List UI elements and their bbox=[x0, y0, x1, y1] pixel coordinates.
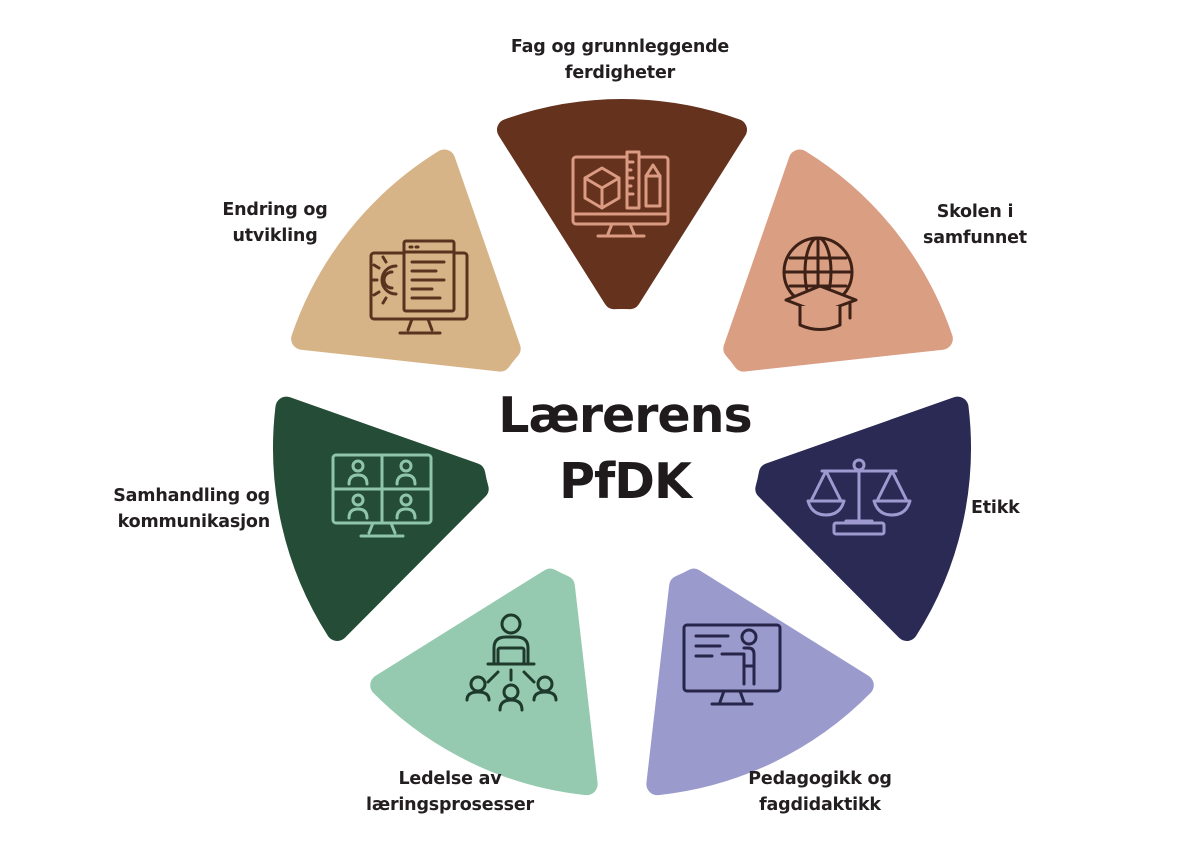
segment-label-pedagogikk: Pedagogikk og fagdidaktikk bbox=[748, 769, 892, 815]
center-title-line2: PfDK bbox=[559, 453, 692, 510]
segment-pedagogikk bbox=[646, 568, 874, 796]
leader-network-icon bbox=[465, 613, 558, 712]
segment-label-ledelse: Ledelse av læringsprosesser bbox=[366, 769, 534, 815]
code-development-icon bbox=[369, 239, 469, 335]
segment-label-fag: Fag og grunnleggende ferdigheter bbox=[510, 37, 730, 83]
center-title: Lærerens PfDK bbox=[490, 383, 760, 515]
segment-label-endring: Endring og utvikling bbox=[222, 200, 328, 246]
scales-icon bbox=[806, 458, 912, 536]
center-circle bbox=[486, 312, 758, 584]
segment-etikk bbox=[755, 396, 971, 641]
teacher-presentation-icon bbox=[682, 623, 782, 706]
center-title-line1: Lærerens bbox=[498, 387, 752, 444]
segment-skolen bbox=[723, 149, 953, 372]
video-conference-icon bbox=[331, 453, 433, 538]
segment-label-samhandling: Samhandling og kommunikasjon bbox=[113, 486, 270, 532]
monitor-cube-ruler-icon bbox=[571, 150, 670, 238]
segment-label-etikk: Etikk bbox=[971, 498, 1020, 518]
globe-graduation-cap-icon bbox=[782, 236, 858, 331]
segment-label-skolen: Skolen i samfunnet bbox=[923, 202, 1027, 248]
segment-fag bbox=[496, 99, 748, 310]
